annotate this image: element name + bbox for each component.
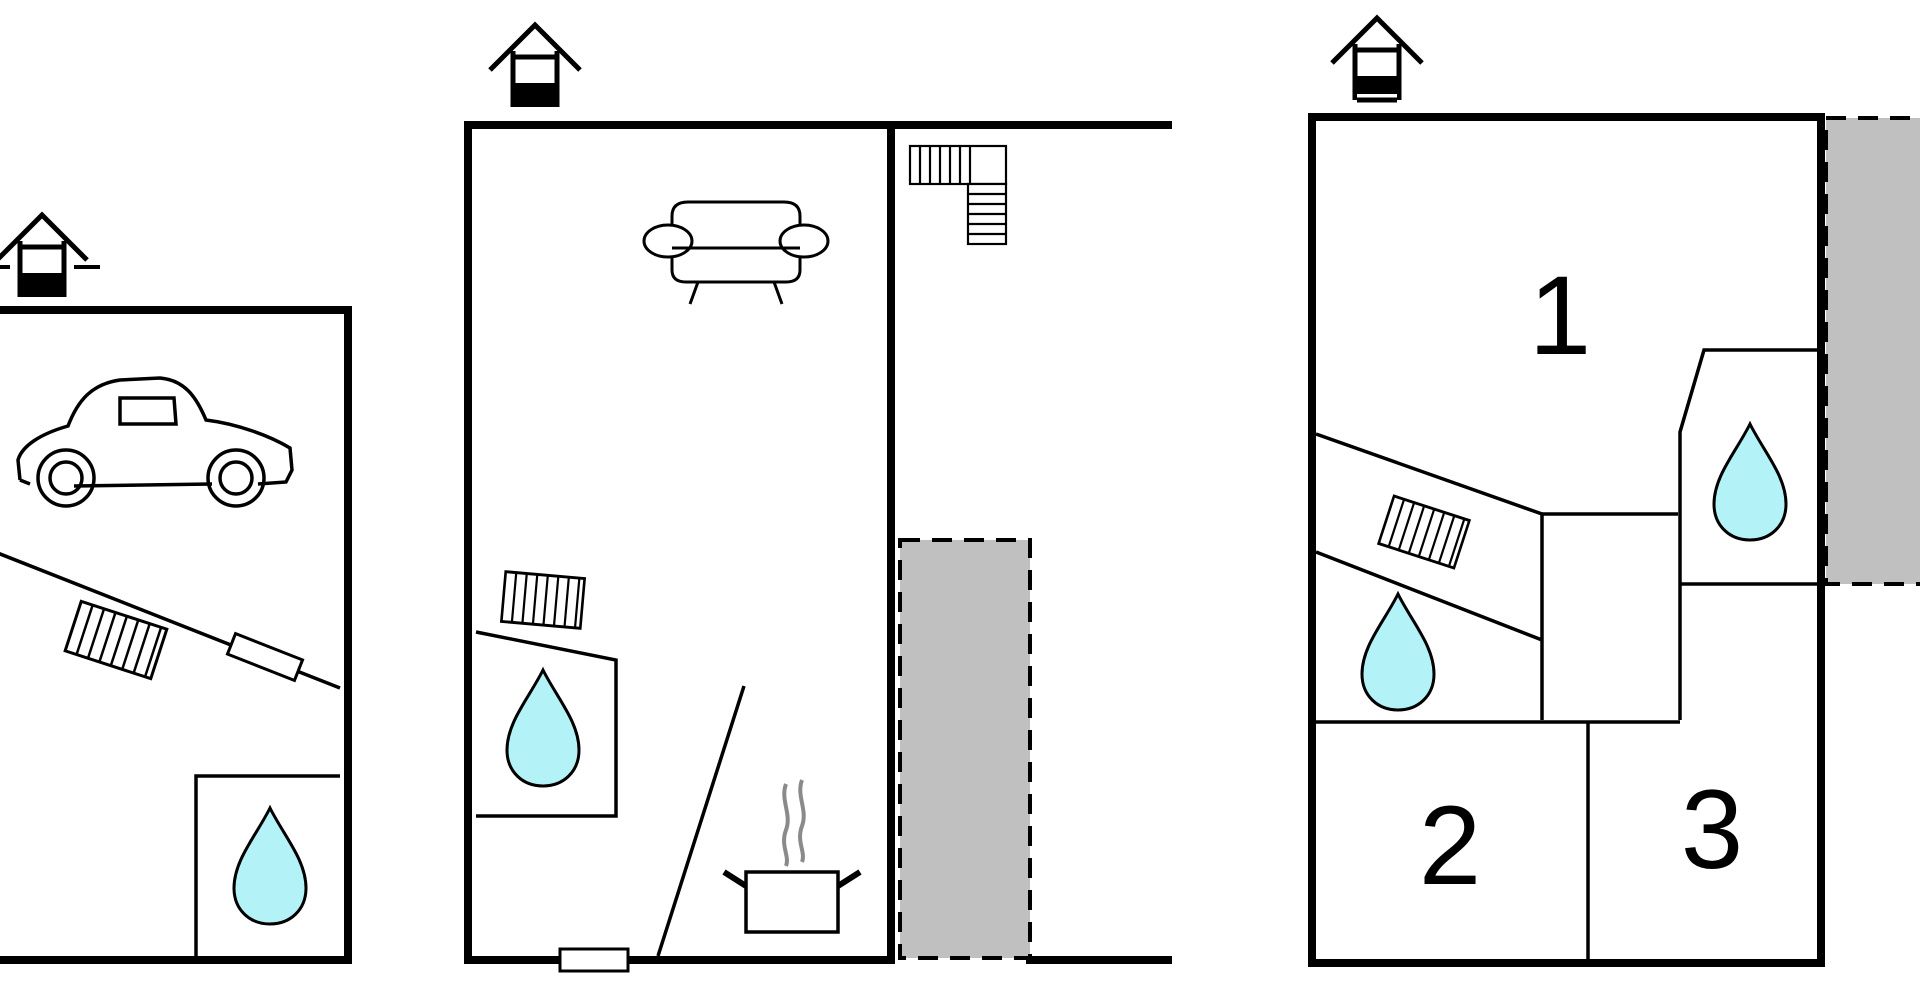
house-entrance-icon	[1332, 18, 1422, 103]
kitchen-divider-wall	[656, 685, 746, 957]
door-icon	[558, 947, 630, 973]
door-icon	[225, 631, 305, 683]
floor-left	[0, 215, 352, 964]
terrace-area	[898, 538, 1032, 960]
divider-wall	[1315, 550, 1543, 642]
house-entrance-icon	[0, 215, 100, 297]
radiator-icon	[499, 570, 587, 630]
room-number: 2	[1419, 783, 1481, 908]
outer-wall	[1308, 113, 1825, 967]
bathroom-wall	[194, 774, 340, 960]
radiator-icon	[1377, 494, 1471, 570]
house-entrance-icon	[490, 25, 580, 107]
sofa-icon	[642, 200, 830, 305]
bathroom-wall	[475, 630, 618, 818]
floor-middle	[464, 25, 1172, 973]
outer-wall	[464, 121, 1172, 964]
water-drop-icon	[505, 668, 581, 788]
stairs-icon	[908, 144, 1008, 246]
water-drop-icon	[1360, 592, 1436, 712]
water-drop-icon	[232, 806, 308, 926]
outer-wall	[0, 306, 352, 964]
car-icon	[16, 376, 294, 508]
room-number: 1	[1529, 253, 1591, 378]
room-number: 3	[1681, 767, 1743, 892]
cooking-pot-icon	[722, 779, 862, 934]
bathroom-wall	[1678, 348, 1817, 720]
floor-right: 1 2 3	[1308, 18, 1920, 967]
water-drop-icon	[1712, 422, 1788, 542]
terrace-area	[1824, 116, 1920, 586]
